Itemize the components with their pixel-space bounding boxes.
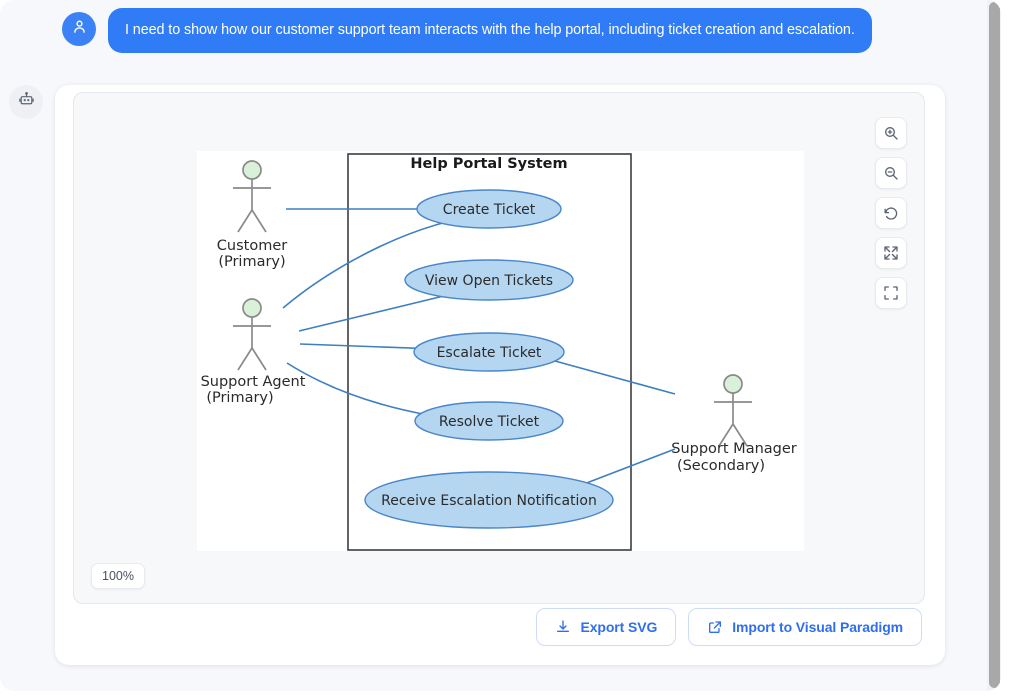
use-case-receive-escalation-notification[interactable]: Receive Escalation Notification — [364, 471, 614, 529]
user-message-row: I need to show how our customer support … — [62, 8, 872, 54]
user-avatar — [62, 12, 96, 46]
system-boundary-title: Help Portal System — [410, 156, 567, 172]
use-case-label: View Open Tickets — [425, 273, 553, 289]
actor-role: (Primary) — [206, 390, 273, 406]
expand-arrows-icon — [883, 245, 899, 261]
actor-role: (Primary) — [218, 254, 285, 270]
diagram-viewport[interactable]: 100% Help Portal System — [73, 92, 925, 604]
vertical-scrollbar-track[interactable] — [987, 0, 1001, 691]
reset-view-button[interactable] — [875, 197, 907, 229]
actor-role: (Secondary) — [677, 458, 765, 474]
use-case-create-ticket[interactable]: Create Ticket — [416, 189, 562, 229]
fullscreen-button[interactable] — [875, 277, 907, 309]
rotate-ccw-icon — [883, 205, 899, 221]
user-icon — [71, 18, 88, 40]
import-to-visual-paradigm-button[interactable]: Import to Visual Paradigm — [688, 608, 922, 646]
assoc-notify-manager — [570, 448, 676, 490]
download-icon — [555, 619, 571, 635]
external-link-icon — [707, 619, 723, 635]
use-case-label: Resolve Ticket — [439, 414, 540, 430]
actor-name: Customer — [217, 238, 287, 254]
use-case-escalate-ticket[interactable]: Escalate Ticket — [413, 332, 565, 372]
actor-name: Support Agent — [201, 374, 306, 390]
user-message-bubble: I need to show how our customer support … — [108, 8, 872, 54]
magnifier-minus-icon — [883, 165, 899, 181]
use-case-label: Receive Escalation Notification — [381, 493, 597, 509]
frame-corners-icon — [883, 285, 899, 301]
actor-name: Support Manager — [671, 441, 797, 457]
diagram-result-card: 100% Help Portal System — [55, 85, 945, 665]
zoom-in-button[interactable] — [875, 117, 907, 149]
robot-icon — [18, 91, 35, 113]
use-case-diagram-svg: Help Portal System — [201, 153, 797, 551]
actor-customer[interactable]: Customer (Primary) — [217, 160, 287, 270]
use-case-label: Escalate Ticket — [437, 345, 542, 361]
actor-support-agent[interactable]: Support Agent (Primary) — [201, 298, 306, 406]
actor-support-manager[interactable]: Support Manager (Secondary) — [671, 374, 797, 474]
card-actions: Export SVG Import to Visual Paradigm — [536, 608, 922, 646]
assistant-avatar — [9, 85, 43, 119]
use-case-label: Create Ticket — [443, 202, 536, 218]
zoom-out-button[interactable] — [875, 157, 907, 189]
export-svg-button[interactable]: Export SVG — [536, 608, 677, 646]
system-boundary: Help Portal System — [347, 153, 632, 551]
use-case-resolve-ticket[interactable]: Resolve Ticket — [414, 401, 564, 441]
canvas-toolbar — [875, 117, 907, 309]
use-case-view-open-tickets[interactable]: View Open Tickets — [404, 259, 574, 301]
diagram-canvas[interactable]: Help Portal System — [197, 151, 804, 551]
assoc-escalate-manager — [554, 360, 676, 395]
fit-to-screen-button[interactable] — [875, 237, 907, 269]
export-svg-label: Export SVG — [580, 619, 658, 635]
magnifier-plus-icon — [883, 125, 899, 141]
import-label: Import to Visual Paradigm — [732, 619, 903, 635]
zoom-level-badge: 100% — [91, 563, 145, 589]
vertical-scrollbar-thumb[interactable] — [989, 2, 1000, 688]
